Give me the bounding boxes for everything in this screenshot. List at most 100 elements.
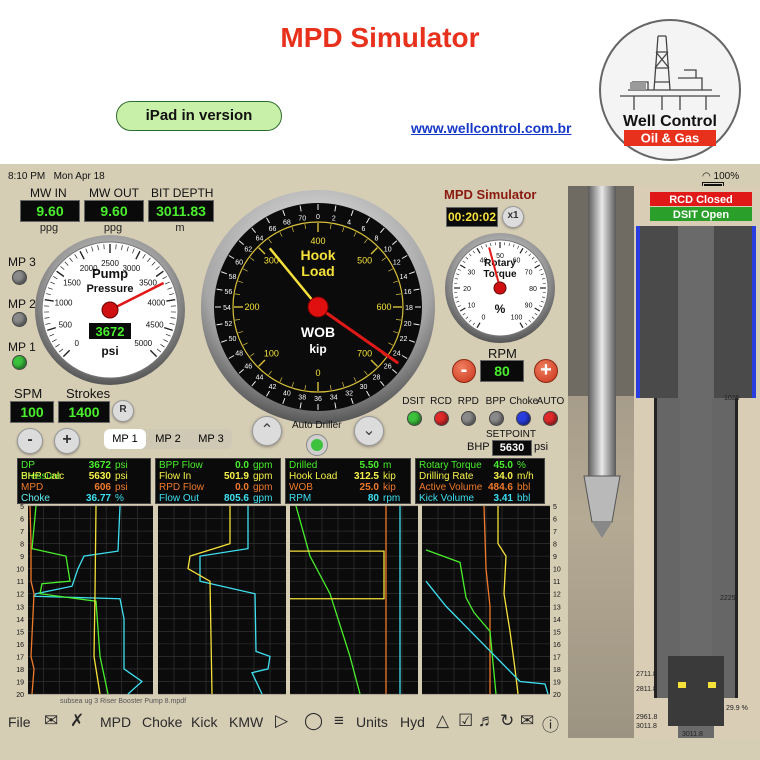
hook-outer-tick-label: 62 xyxy=(244,247,252,254)
row-unit: bbl xyxy=(517,493,531,504)
gauge-tick xyxy=(45,293,52,296)
depth-axis-label: 17 xyxy=(553,654,561,661)
hyd-menu[interactable]: Hyd xyxy=(400,714,425,730)
mp1-toggle[interactable] xyxy=(12,355,27,370)
speed-button[interactable]: x1 xyxy=(502,206,524,228)
gauge-tick xyxy=(79,250,85,260)
website-link[interactable]: www.wellcontrol.com.br xyxy=(411,120,572,136)
mpd-menu[interactable]: MPD xyxy=(100,714,132,730)
play-icon[interactable]: ▷ xyxy=(275,711,289,730)
rpm-plus-button[interactable]: + xyxy=(534,359,558,383)
torque-title-2: Torque xyxy=(483,269,517,280)
depth-label: 2711.8 xyxy=(636,671,657,678)
gauge-tick xyxy=(540,301,544,303)
ipad-version-button[interactable]: iPad in version xyxy=(116,101,282,131)
pump-pressure-unit: psi xyxy=(101,344,118,358)
status-led-auto[interactable] xyxy=(543,411,559,426)
gauge-tick xyxy=(74,254,78,259)
well-profile-icon[interactable]: △ xyxy=(436,711,450,730)
gauge-tick xyxy=(170,317,176,319)
tools-icon[interactable]: ✗ xyxy=(70,711,85,730)
speaker-icon[interactable]: ♬ xyxy=(478,711,495,730)
auto-driller-toggle[interactable] xyxy=(306,434,328,456)
kick-menu[interactable]: Kick xyxy=(191,714,218,730)
gauge-tick xyxy=(517,245,519,249)
spm-minus-button[interactable]: - xyxy=(17,428,43,454)
gauge-tick xyxy=(541,278,546,280)
gauge-tick xyxy=(162,276,167,280)
gauge-tick xyxy=(457,305,461,307)
gauge-tick xyxy=(163,339,169,343)
chevron-down-button[interactable]: ⌄ xyxy=(354,416,384,446)
led-label: Choke xyxy=(509,396,539,407)
units-menu[interactable]: Units xyxy=(356,714,388,730)
gauge-tick xyxy=(268,370,272,376)
gauge-tick xyxy=(381,257,387,261)
mp3-toggle[interactable] xyxy=(12,270,27,285)
envelope-gear-icon[interactable]: ✉ xyxy=(44,711,59,730)
gauge-tick xyxy=(413,323,420,326)
gauge-tick xyxy=(534,313,538,316)
gauge-tick xyxy=(408,339,415,343)
gauge-tick xyxy=(334,205,337,212)
depth-axis-label: 16 xyxy=(553,642,561,649)
gauge-tick xyxy=(258,359,266,367)
row-name: Drilling Rate xyxy=(419,471,474,482)
mp2-toggle[interactable] xyxy=(12,312,27,327)
status-led-dsit[interactable] xyxy=(406,411,422,426)
info-icon[interactable]: ⓘ xyxy=(542,716,559,735)
depth-axis-label: 12 xyxy=(16,592,24,599)
depth-axis-label: 10 xyxy=(16,567,24,574)
depth-label: 2961.8 xyxy=(636,714,658,721)
row-unit: rpm xyxy=(383,493,401,504)
kmw-menu[interactable]: KMW xyxy=(229,714,264,730)
mp1-label: MP 1 xyxy=(8,340,36,354)
gauge-tick xyxy=(167,287,173,290)
setpoint-value[interactable]: 5630 xyxy=(492,440,532,456)
bit-depth-label: BIT DEPTH xyxy=(151,186,214,200)
gauge-tick xyxy=(163,326,173,332)
rpm-minus-button[interactable]: - xyxy=(452,359,476,383)
bottom-depth: 3011.8 xyxy=(682,731,703,738)
tab-mp3[interactable]: MP 3 xyxy=(198,433,224,445)
setpoint-label: SETPOINT xyxy=(486,429,537,440)
bit-depth-value: 3011.83 xyxy=(148,200,214,222)
status-led-bpp[interactable] xyxy=(488,411,504,426)
gauge-tick xyxy=(454,278,459,280)
spm-plus-button[interactable]: + xyxy=(54,428,80,454)
gauge-tick xyxy=(401,255,408,259)
tab-mp2[interactable]: MP 2 xyxy=(155,433,181,445)
gauge-tick xyxy=(291,382,294,387)
gauge-tick xyxy=(459,307,466,312)
strokes-reset-button[interactable]: R xyxy=(112,400,134,422)
depth-label: 3011.8 xyxy=(636,723,657,730)
depth-axis-label: 16 xyxy=(16,642,24,649)
choke-menu[interactable]: Choke xyxy=(142,714,183,730)
file-menu[interactable]: File xyxy=(8,714,31,730)
lock-icon[interactable]: ☑ xyxy=(458,711,474,730)
status-led-choke[interactable] xyxy=(516,411,531,426)
status-led-rpd[interactable] xyxy=(461,411,477,426)
repeat-icon[interactable]: ↻ xyxy=(500,711,515,730)
trend-trace xyxy=(290,550,385,600)
torque-unit: % xyxy=(495,302,506,316)
bell-icon[interactable]: ◯ xyxy=(304,711,324,730)
status-led-rcd[interactable] xyxy=(434,411,449,426)
mail-icon[interactable]: ✉ xyxy=(520,711,535,730)
hook-outer-tick-label: 38 xyxy=(298,395,306,402)
gauge-tick xyxy=(135,250,141,260)
tab-mp1[interactable]: MP 1 xyxy=(104,429,146,449)
hook-outer-tick-label: 24 xyxy=(393,351,401,358)
sliders-icon[interactable]: ≡ xyxy=(334,711,344,730)
chevron-up-button[interactable]: ⌃ xyxy=(252,416,282,446)
gauge-tick xyxy=(519,322,524,329)
gauge-tick xyxy=(238,368,245,374)
led-label: DSIT xyxy=(402,396,426,407)
gauge-tick xyxy=(525,250,528,254)
gauge-tick xyxy=(47,287,53,290)
row-value: 0.0 xyxy=(235,460,249,471)
gauge-tick xyxy=(251,380,257,387)
